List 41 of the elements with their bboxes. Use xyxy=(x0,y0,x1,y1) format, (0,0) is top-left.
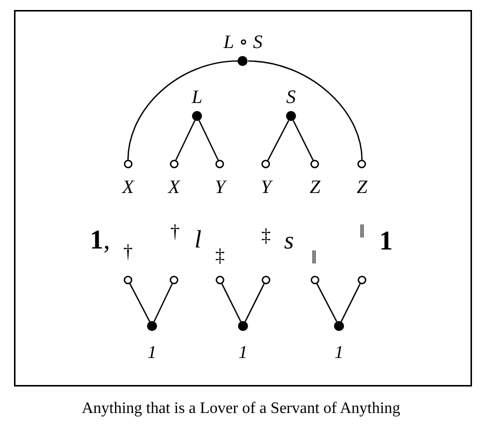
variable-label: Y xyxy=(214,178,226,197)
connector-line xyxy=(129,283,150,322)
double-dagger-mark: ‡ xyxy=(215,246,225,266)
open-circle-icon xyxy=(310,275,320,285)
dagger-mark: † xyxy=(170,222,180,242)
double-dagger-mark: ‡ xyxy=(261,226,271,246)
connector-line xyxy=(221,283,242,322)
formula-term: s xyxy=(284,228,294,254)
formula-term: l xyxy=(194,228,202,252)
unit-label: 1 xyxy=(334,343,344,361)
formula-term: 1 xyxy=(379,228,393,254)
variable-label: Y xyxy=(260,178,272,197)
connector-line xyxy=(316,283,338,322)
variable-label: Z xyxy=(310,178,320,197)
connector-line xyxy=(154,283,173,322)
dagger-mark: † xyxy=(123,242,133,262)
connector-line xyxy=(267,120,290,161)
connector-line xyxy=(175,120,196,161)
vertex-label: L ∘ S xyxy=(224,33,262,52)
variable-label: X xyxy=(168,178,180,197)
arc-connector xyxy=(127,60,238,160)
variable-label: Z xyxy=(356,178,368,197)
vertex-label: L xyxy=(192,88,202,107)
formula-term: 1, xyxy=(90,226,110,254)
open-circle-icon xyxy=(261,275,271,285)
connector-line xyxy=(244,283,265,322)
arc-connector xyxy=(248,60,363,160)
open-circle-icon xyxy=(357,275,367,285)
connector-line xyxy=(340,283,361,322)
open-circle-icon xyxy=(215,275,225,285)
open-circle-icon xyxy=(123,275,133,285)
open-circle-icon xyxy=(169,275,179,285)
connector-line xyxy=(198,120,219,161)
unit-label: 1 xyxy=(148,343,156,361)
vertex-label: S xyxy=(286,88,296,107)
caption-text: Anything that is a Lover of a Servant of Anything xyxy=(82,401,400,417)
connector-line xyxy=(292,120,314,161)
variable-label: X xyxy=(122,178,134,197)
unit-label: 1 xyxy=(238,343,248,361)
double-bar-mark: ‖ xyxy=(311,248,317,268)
double-bar-mark: ‖ xyxy=(359,222,365,242)
